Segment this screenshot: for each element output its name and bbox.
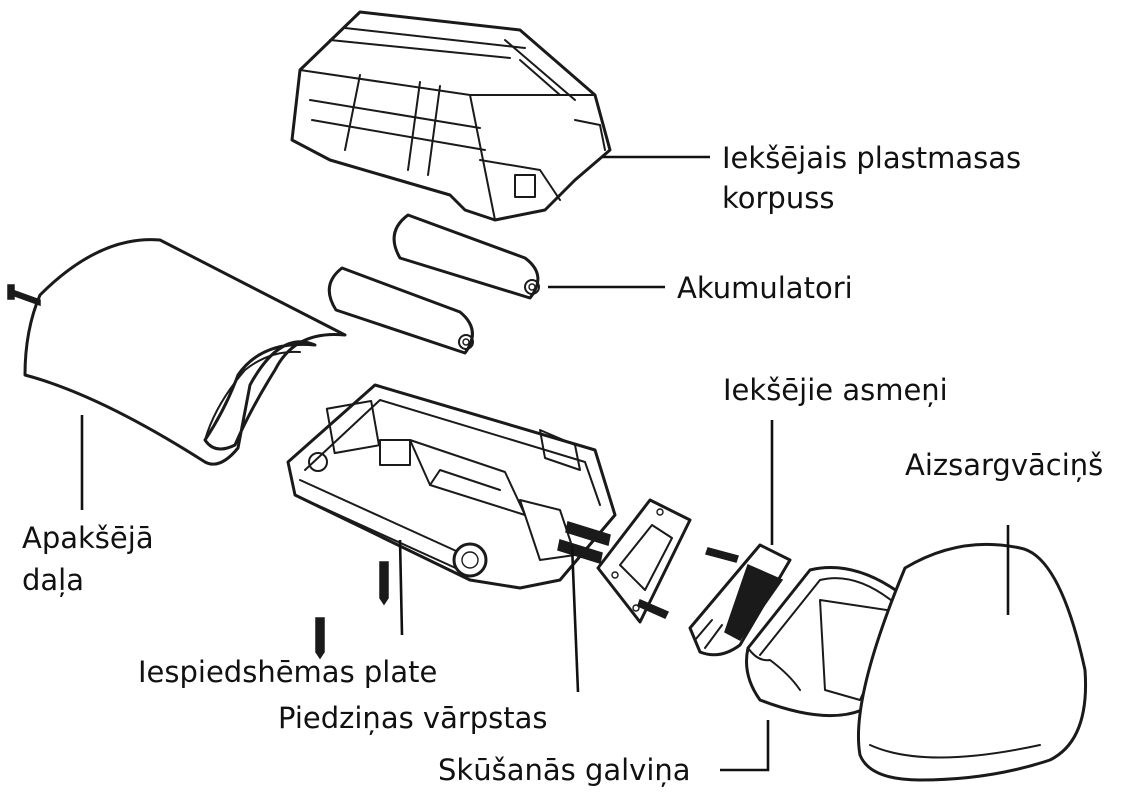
leader-lines <box>80 155 1010 772</box>
label-inner-housing-line1: Iekšējais plastmasas <box>722 141 1021 175</box>
label-drive-shafts: Piedziņas vārpstas <box>278 701 548 735</box>
screws-lower <box>315 547 739 660</box>
battery-upper <box>392 213 540 300</box>
label-inner-housing-line2: korpuss <box>722 181 834 215</box>
gasket-plate <box>596 498 692 624</box>
label-bottom-part-line1: Apakšējā <box>22 521 154 555</box>
label-protective-cap: Aizsargvāciņš <box>905 448 1103 482</box>
screw-left <box>7 284 41 307</box>
label-shaving-head: Skūšanās galviņa <box>438 753 691 787</box>
label-inner-blades: Iekšējie asmeņi <box>723 373 948 407</box>
label-batteries: Akumulatori <box>677 271 853 305</box>
drive-shafts <box>557 521 611 564</box>
protective-cap <box>856 542 1088 782</box>
label-bottom-part-line2: daļa <box>22 563 84 597</box>
inner-blades <box>688 543 792 657</box>
battery-lower <box>327 266 474 355</box>
label-circuit-board: Iespiedshēmas plate <box>138 655 437 689</box>
inner-plastic-housing <box>290 10 612 222</box>
main-body-circuit-board <box>286 383 617 590</box>
bottom-part-shell <box>23 238 347 466</box>
